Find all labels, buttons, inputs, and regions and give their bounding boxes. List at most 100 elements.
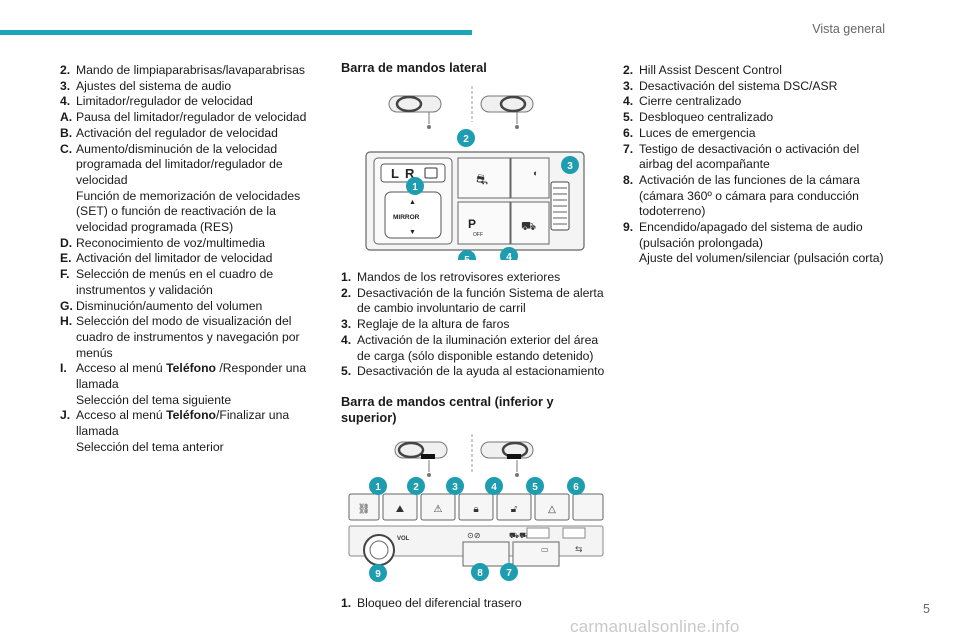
list-item-i: I. Acceso al menú Teléfono /Responder un… [60, 361, 310, 408]
item-number: E. [60, 251, 72, 266]
watermark: carmanualsonline.info [570, 617, 740, 636]
list-item: 4.Cierre centralizado [623, 94, 893, 110]
item-number: 4. [60, 94, 71, 109]
list-item: 2. Desactivación de la función Sistema de… [341, 286, 611, 317]
item-number: G. [60, 298, 73, 313]
item-number: F. [60, 267, 70, 282]
item-line: Acceso al menú Teléfono /Responder una l… [76, 361, 307, 392]
callout-6: 6 [573, 482, 579, 493]
lock-icon: 🔒︎ [473, 504, 478, 515]
central-controls-figure: ⛓ ⛰ ⚠ 🔒︎ 🔓︎ △ VOL ⊙⊘ ⛟⛟ ▭ ⇆ 1 2 3 4 5 6 … [348, 433, 604, 582]
heading-central-controls: Barra de mandos central (inferior y supe… [341, 393, 554, 425]
item-text: Desactivación de la función Sistema de a… [357, 285, 604, 316]
list-item: F. Selección de menús en el cuadro de ins… [60, 267, 310, 298]
item-text: Selección de menús en el cuadro de instr… [76, 267, 274, 297]
item-text: Desbloqueo centralizado [639, 110, 774, 125]
item-number: 9. [623, 220, 634, 235]
list-item: 5. Desbloqueo centralizado [623, 110, 893, 126]
aux-icon: ▭ [541, 545, 549, 554]
mirror-fold-icon [424, 167, 438, 179]
column-left: 2.Mando de limpiaparabrisas/lavaparabris… [60, 63, 310, 456]
list-item: A.Pausa del limitador/regulador de veloc… [60, 110, 310, 126]
item-number: 3. [623, 78, 634, 93]
item-number: 4. [623, 94, 634, 109]
list-item: 1. Bloqueo del diferencial trasero [341, 596, 611, 612]
heading-side-controls: Barra de mandos lateral [341, 60, 487, 75]
item-number: 2. [341, 285, 352, 300]
top-accent-bar [0, 30, 472, 35]
item-number: H. [60, 314, 73, 329]
item-text: Luces de emergencia [639, 125, 756, 140]
item-number: A. [60, 110, 73, 125]
item-text: Activación de la iluminación exterior de… [357, 332, 599, 363]
item-text: Selección del modo de visualización del … [76, 314, 300, 360]
item-text: Acceso al menú Teléfono /Responder una l… [76, 361, 310, 408]
list-item: D.Reconocimiento de voz/multimedia [60, 236, 310, 252]
item-line: Selección del tema siguiente [76, 392, 232, 407]
item-text: Desactivación de la ayuda al estacionami… [357, 364, 605, 379]
central-button-row [348, 493, 604, 521]
item-number: C. [60, 141, 73, 156]
callout-3: 3 [567, 161, 573, 172]
item-line: Selección del tema anterior [76, 439, 224, 454]
column-middle: Barra de mandos lateral L R MIRROR ▲ ▼ ⛐… [341, 60, 611, 612]
callout-2: 2 [413, 482, 419, 493]
list-item: 1.Mandos de los retrovisores exteriores [341, 270, 611, 286]
callout-2: 2 [463, 134, 469, 145]
list-item: E. Activación del limitador de velocidad [60, 251, 310, 267]
mirror-left-label: L [391, 166, 399, 181]
page-number: 5 [923, 602, 930, 616]
callout-5: 5 [532, 482, 538, 493]
list-item: G.Disminución/aumento del volumen [60, 299, 310, 315]
list-item: C.Aumento/disminución de la velocidad pr… [60, 142, 310, 236]
headlamp-wheel [553, 187, 567, 225]
item-number: 4. [341, 332, 352, 347]
item-text: Pausa del limitador/regulador de velocid… [76, 110, 307, 125]
callout-3: 3 [452, 482, 458, 493]
item-number: 3. [60, 78, 71, 93]
item-number: J. [60, 408, 71, 423]
usb-icon: ⇆ [575, 544, 583, 554]
item-number: 1. [341, 595, 352, 610]
callout-9: 9 [375, 569, 381, 580]
item-text: Encendido/apagado del sistema de audio (… [639, 220, 884, 266]
lane-departure-icon: ⛐ [476, 171, 488, 187]
item-text: Bloqueo del diferencial trasero [357, 595, 522, 610]
steering-wheel-right-icon [480, 95, 534, 129]
list-item: 3.Reglaje de la altura de faros [341, 317, 611, 333]
item-number: 6. [623, 125, 634, 140]
hazard-icon: △ [548, 504, 556, 515]
item-number: 3. [341, 317, 352, 332]
callout-5: 5 [464, 255, 470, 260]
steering-wheel-left-icon [394, 441, 448, 477]
mirror-right-label: R [405, 166, 415, 181]
callout-1: 1 [375, 482, 381, 493]
item-text: Testigo de desactivación o activación de… [639, 141, 860, 172]
item-number: 5. [623, 110, 634, 125]
list-item: 2.Mando de limpiaparabrisas/lavaparabris… [60, 63, 310, 79]
volume-knob [363, 533, 395, 566]
steering-wheel-left-icon [388, 95, 442, 129]
list-item: 4. Activación de la iluminación exterior … [341, 333, 611, 364]
steering-wheel-right-icon [480, 441, 534, 477]
list-item: 8.Activación de las funciones de la cáma… [623, 173, 893, 220]
item-text: Aumento/disminución de la velocidad prog… [76, 141, 301, 235]
list-item: 6. Luces de emergencia [623, 126, 893, 142]
side-controls-figure: L R MIRROR ▲ ▼ ⛐ P OFF ⛟ ◐ 1 2 3 4 5 [365, 86, 585, 260]
callout-4: 4 [491, 482, 497, 493]
cargo-light-icon: ⛟ [521, 219, 536, 233]
callout-7: 7 [506, 568, 512, 579]
rear-diff-lock-icon: ⛓ [358, 503, 371, 515]
svg-text:OFF: OFF [473, 232, 483, 238]
item-number: 7. [623, 141, 634, 156]
item-text: Desactivación del sistema DSC/ASR [639, 78, 838, 93]
item-text: Activación de las funciones de la cámara… [639, 172, 860, 219]
item-text: Disminución/aumento del volumen [76, 298, 263, 313]
unlock-icon: 🔓︎ [511, 504, 518, 515]
item-text: Activación del limitador de velocidad [76, 251, 273, 266]
item-line: Acceso al menú Teléfono/Finalizar una ll… [76, 408, 290, 439]
item-text: Limitador/regulador de velocidad [76, 94, 253, 109]
